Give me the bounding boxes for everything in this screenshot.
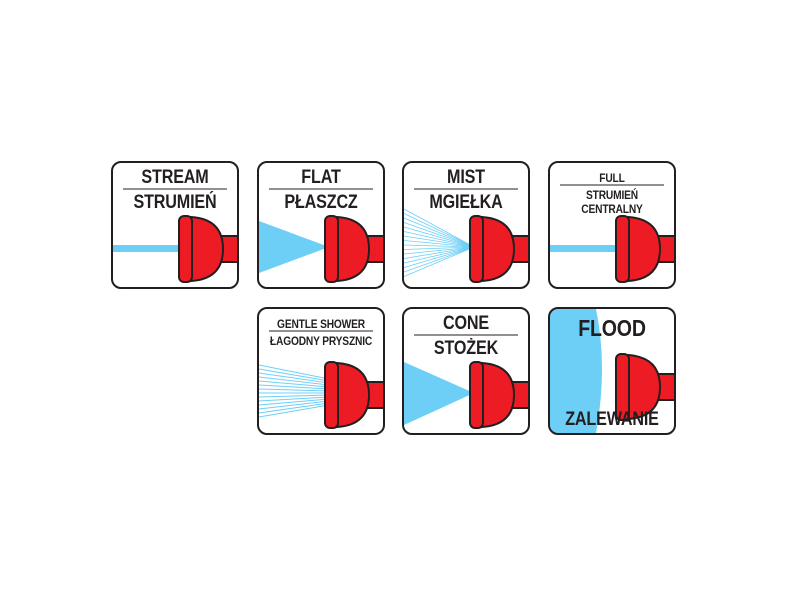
- nozzle-icon: [615, 215, 675, 283]
- water-spray-icon: [113, 215, 238, 283]
- spray-tile-stream: STREAM STRUMIEŃ: [111, 161, 239, 289]
- water-spray-icon: [550, 215, 675, 283]
- nozzle-icon: [469, 361, 529, 429]
- water-spray-icon: [550, 309, 675, 433]
- label-polish: MGIEŁKA: [429, 192, 503, 213]
- label-polish: ŁAGODNY PRYSZNIC: [269, 334, 373, 348]
- label-english: FLOOD: [578, 315, 646, 341]
- spray-tile-mist: MIST MGIEŁKA: [402, 161, 530, 289]
- label-english: FULL: [599, 171, 625, 185]
- spray-tile-gentle-shower: GENTLE SHOWER ŁAGODNY PRYSZNIC: [257, 307, 385, 435]
- spray-tile-flat: FLAT PŁASZCZ: [257, 161, 385, 289]
- nozzle-icon: [178, 215, 238, 283]
- label-english: CONE: [442, 313, 489, 334]
- water-spray-icon: [404, 361, 529, 429]
- water-spray-icon: [258, 361, 384, 429]
- label-english: FLAT: [301, 167, 341, 188]
- label-english: STREAM: [141, 167, 209, 188]
- label-polish: PŁASZCZ: [284, 192, 358, 213]
- label-polish: STOŻEK: [433, 338, 499, 359]
- nozzle-icon: [324, 361, 384, 429]
- nozzle-icon: [469, 215, 529, 283]
- label-polish: STRUMIEŃ CENTRALNY: [581, 188, 643, 216]
- water-spray-icon: [403, 208, 529, 283]
- spray-tile-cone: CONE STOŻEK: [402, 307, 530, 435]
- spray-tile-full: FULL STRUMIEŃ CENTRALNY: [548, 161, 676, 289]
- nozzle-icon: [615, 353, 675, 421]
- nozzle-icon: [324, 215, 384, 283]
- spray-tile-flood: FLOOD ZALEWANIE: [548, 307, 676, 435]
- label-english: MIST: [447, 167, 485, 188]
- label-polish: STRUMIEŃ: [133, 192, 217, 213]
- label-english: GENTLE SHOWER: [277, 317, 365, 331]
- water-spray-icon: [259, 215, 384, 283]
- label-polish: ZALEWANIE: [565, 409, 659, 430]
